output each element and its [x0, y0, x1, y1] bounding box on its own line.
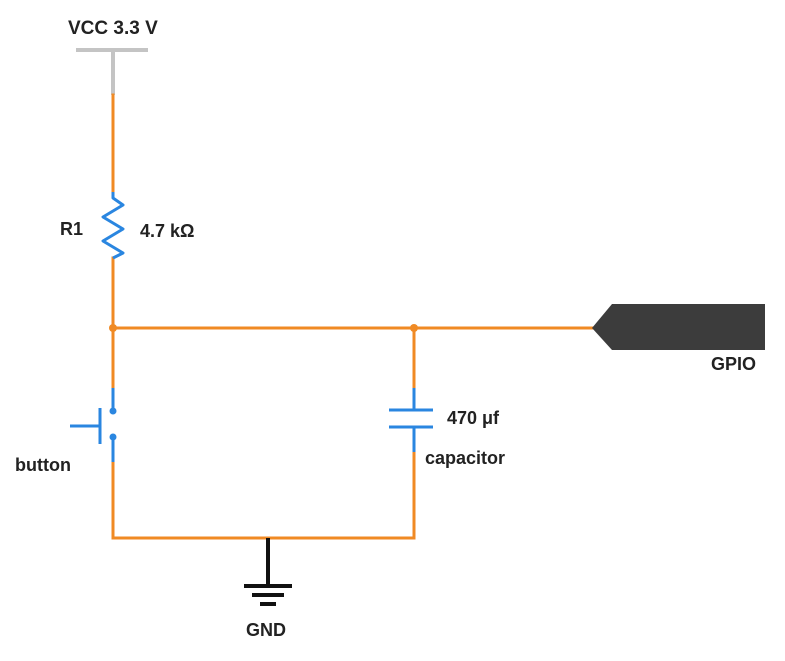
gpio-pin-icon [592, 304, 765, 350]
vcc-label: VCC 3.3 V [68, 18, 158, 39]
gpio-label: GPIO [711, 354, 756, 374]
vcc-supply-icon [76, 48, 148, 95]
button-label: button [15, 455, 71, 475]
capacitor-icon [389, 388, 433, 452]
capacitor-name-label: capacitor [425, 448, 505, 468]
capacitor-value-label: 470 μf [447, 408, 500, 428]
push-button-icon [70, 388, 117, 462]
wires [111, 93, 594, 540]
resistor-ref-label: R1 [60, 219, 83, 239]
resistor-value-label: 4.7 kΩ [140, 221, 194, 241]
junction-dot-right [410, 324, 418, 332]
ground-label: GND [246, 620, 286, 640]
junction-dot-left [109, 324, 117, 332]
ground-icon [244, 538, 292, 606]
resistor-icon [101, 192, 125, 260]
